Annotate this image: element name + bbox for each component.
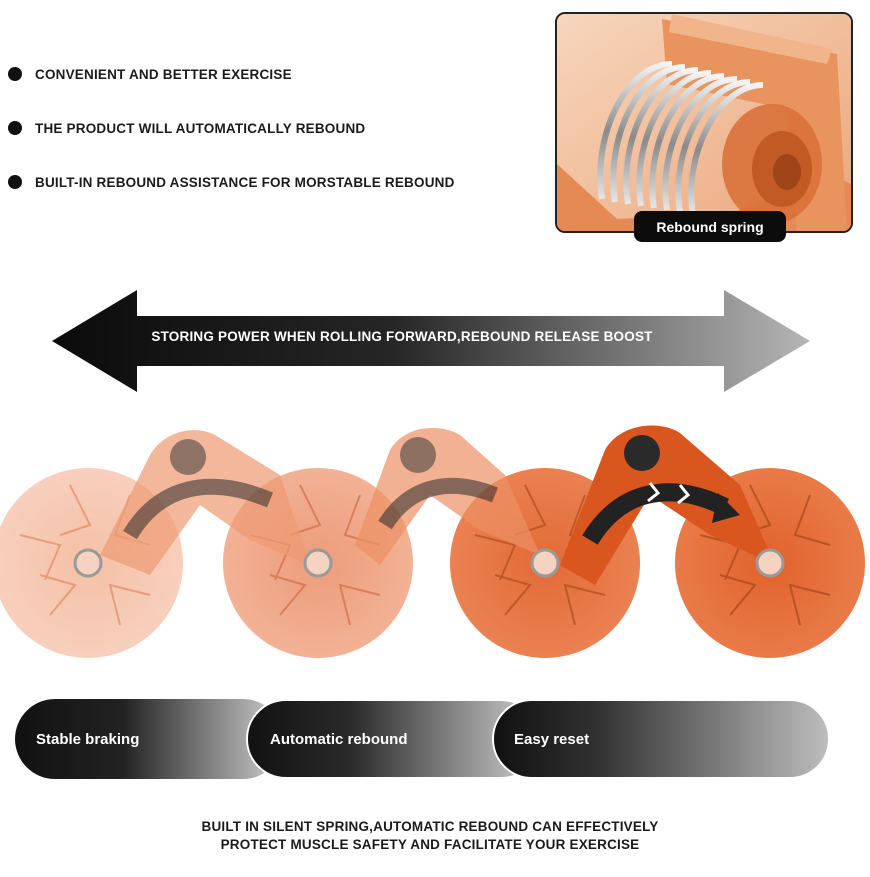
double-arrow-icon: [52, 290, 810, 392]
roller-ghost-1: [0, 430, 413, 658]
spring-illustration: [557, 14, 851, 231]
roller-main: [530, 425, 865, 658]
feature-pill-stable-braking: Stable braking: [15, 699, 283, 779]
footer-line: PROTECT MUSCLE SAFETY AND FACILITATE YOU…: [220, 837, 640, 852]
rebound-spring-photo: [555, 12, 853, 233]
feature-pill-easy-reset: Easy reset: [492, 699, 830, 779]
bullet-item: BUILT-IN REBOUND ASSISTANCE FOR MORSTABL…: [8, 170, 455, 194]
feature-label: Easy reset: [514, 730, 590, 748]
feature-bullet-list: CONVENIENT AND BETTER EXERCISE THE PRODU…: [8, 62, 455, 224]
bullet-item: THE PRODUCT WILL AUTOMATICALLY REBOUND: [8, 116, 455, 140]
bullet-dot-icon: [8, 121, 22, 135]
ab-roller-motion-illustration: [0, 425, 865, 658]
feature-label: Stable braking: [36, 730, 140, 748]
footer-line: BUILT IN SILENT SPRING,AUTOMATIC REBOUND…: [201, 819, 659, 834]
bullet-text: BUILT-IN REBOUND ASSISTANCE FOR MORSTABL…: [35, 174, 455, 190]
bullet-dot-icon: [8, 175, 22, 189]
feature-pill-automatic-rebound: Automatic rebound: [246, 699, 541, 779]
bullet-dot-icon: [8, 67, 22, 81]
arrow-caption: STORING POWER WHEN ROLLING FORWARD,REBOU…: [151, 329, 653, 344]
bullet-item: CONVENIENT AND BETTER EXERCISE: [8, 62, 455, 86]
feature-label: Automatic rebound: [270, 730, 408, 748]
footer-caption: BUILT IN SILENT SPRING,AUTOMATIC REBOUND…: [0, 818, 860, 854]
bullet-text: THE PRODUCT WILL AUTOMATICALLY REBOUND: [35, 120, 366, 136]
bullet-text: CONVENIENT AND BETTER EXERCISE: [35, 66, 292, 82]
rebound-spring-label: Rebound spring: [634, 211, 786, 242]
